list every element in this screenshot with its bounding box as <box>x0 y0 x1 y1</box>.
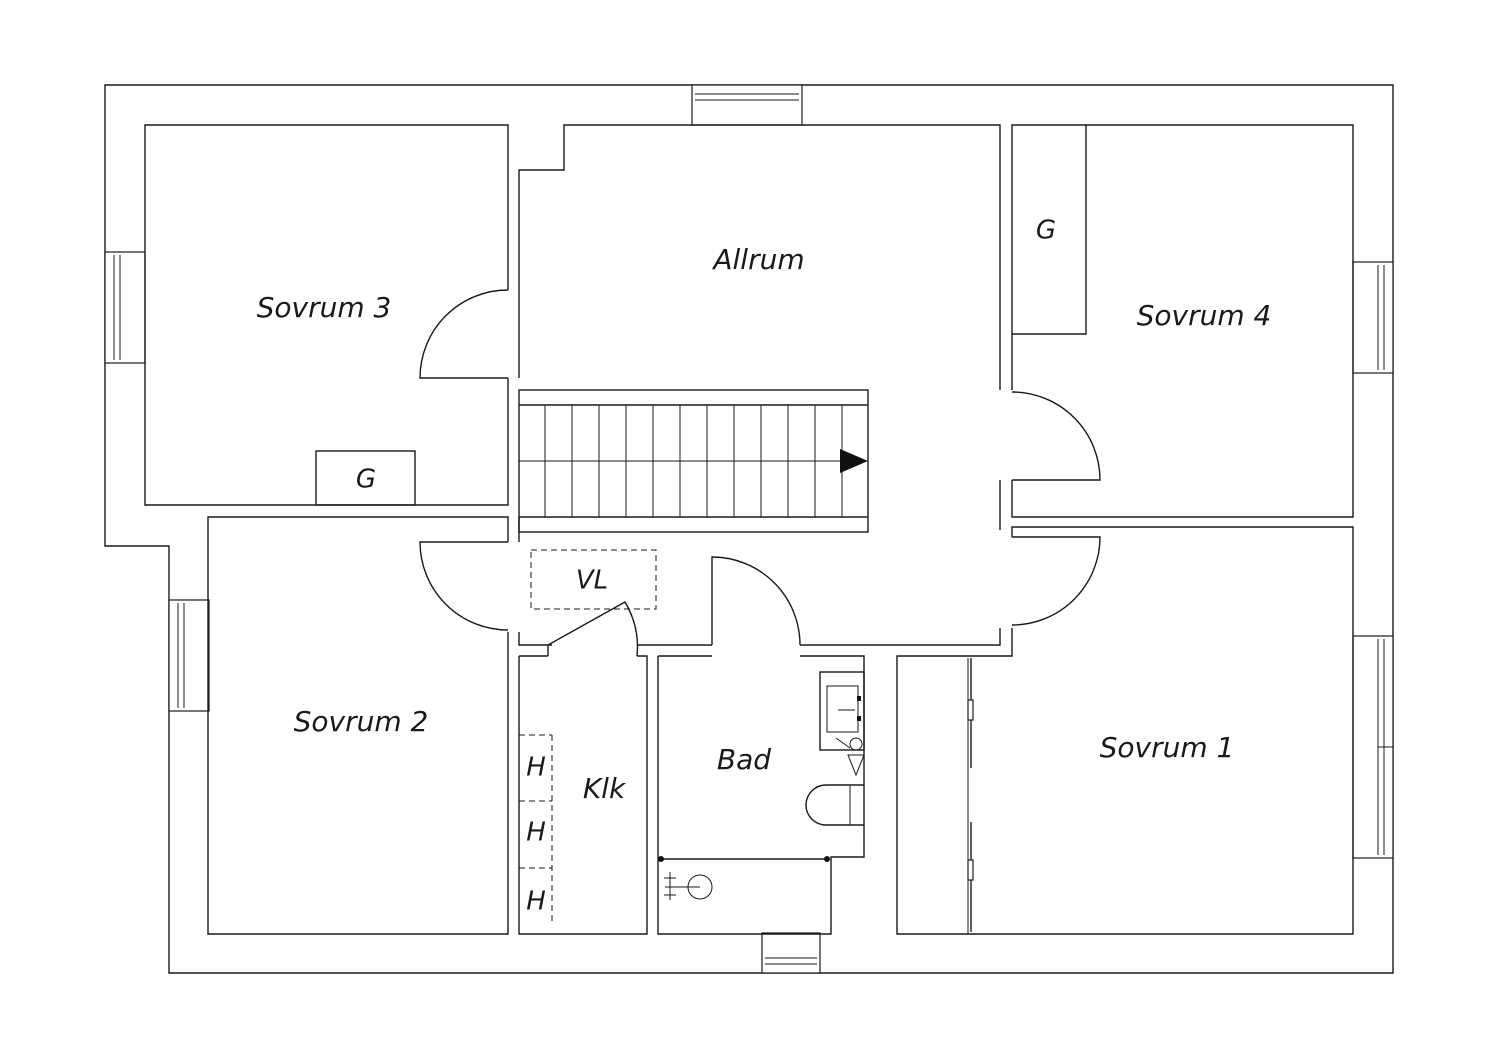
room-allrum-walls <box>518 124 1001 646</box>
staircase <box>518 389 869 533</box>
door-klk <box>547 601 639 657</box>
sink <box>819 671 865 751</box>
label-vl: VL <box>576 566 608 596</box>
wardrobe-sovrum-3 <box>315 450 416 506</box>
door-sovrum-2 <box>419 541 509 631</box>
vl-outline <box>530 549 657 610</box>
door-bad <box>711 556 801 646</box>
room-klk-walls <box>518 655 648 935</box>
window-left-upper <box>104 251 146 364</box>
window-bottom <box>761 932 821 974</box>
door-sovrum-3 <box>419 289 509 379</box>
label-garderob-sovrum-4: G <box>1036 216 1056 246</box>
label-garderob-sovrum-3: G <box>356 465 376 495</box>
door-sovrum-1 <box>1011 536 1101 626</box>
label-sovrum-1: Sovrum 1 <box>1100 731 1235 764</box>
room-sovrum-3-walls <box>144 124 509 506</box>
label-allrum: Allrum <box>711 243 804 276</box>
shelves <box>519 734 553 922</box>
floor-drain-icon <box>835 737 865 777</box>
label-hylla-1: H <box>526 753 546 783</box>
room-sovrum-1-walls <box>896 526 1354 935</box>
label-sovrum-4: Sovrum 4 <box>1137 299 1272 332</box>
label-bad: Bad <box>717 743 771 776</box>
label-klk: Klk <box>583 772 627 805</box>
outer-wall <box>104 84 1394 974</box>
label-hylla-2: H <box>526 818 546 848</box>
label-sovrum-2: Sovrum 2 <box>294 705 429 738</box>
window-left-lower <box>168 599 210 712</box>
wardrobe-sovrum-1 <box>967 658 974 934</box>
room-bad-walls <box>657 655 865 935</box>
stair-direction-arrow <box>840 449 868 473</box>
wardrobe-sovrum-4 <box>1012 125 1087 335</box>
label-sovrum-3: Sovrum 3 <box>257 291 392 324</box>
room-sovrum-2-walls <box>207 516 509 935</box>
label-hylla-3: H <box>526 887 546 917</box>
toilet <box>805 784 864 826</box>
window-right-upper <box>1352 261 1394 374</box>
room-sovrum-4-walls <box>1011 124 1354 518</box>
door-sovrum-4 <box>1011 391 1101 481</box>
window-top <box>691 84 803 126</box>
window-right-lower <box>1352 635 1394 859</box>
shower <box>658 856 830 900</box>
